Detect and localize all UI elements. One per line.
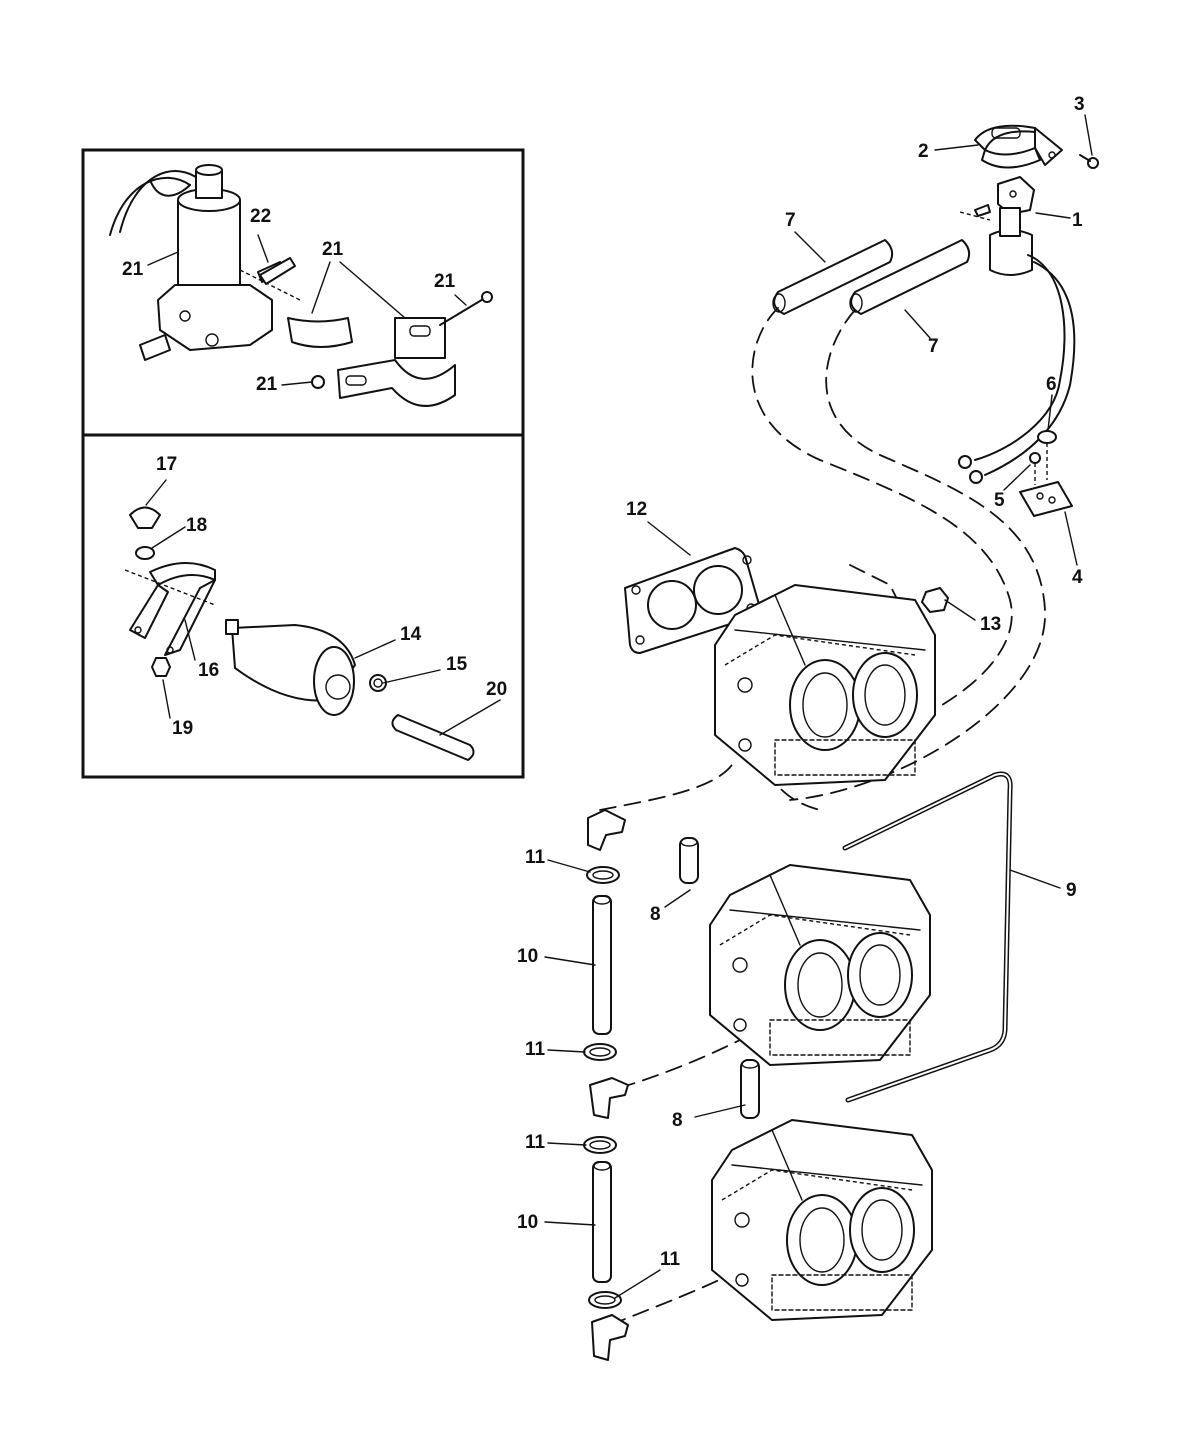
short-hose-lower [740,1059,760,1119]
callout-12: 12 [626,499,647,520]
callout-4: 4 [1072,567,1083,588]
pump-bracket-strap [287,317,353,348]
primer-hose [842,771,1013,1103]
hose-clamp-small [369,674,387,692]
screw [1079,154,1099,169]
callout-1: 1 [1072,210,1083,231]
callout-11-d: 11 [660,1249,681,1270]
hose-clamp-3 [583,1136,617,1154]
hose-clamp-2 [583,1043,617,1061]
callout-15: 15 [446,654,468,675]
callout-16: 16 [198,660,219,681]
inset-frame [81,148,525,779]
carburetor-middle [709,864,931,1066]
pump-nut [311,375,325,389]
callout-21-right: 21 [434,271,456,292]
callout-17: 17 [156,454,177,475]
carburetor-nut [921,587,949,613]
fuel-filter [225,619,356,716]
callout-7-lower: 7 [928,336,939,357]
callout-13: 13 [980,614,1001,635]
callout-2: 2 [918,141,929,162]
callout-21-mid: 21 [322,239,344,260]
callout-20: 20 [486,679,507,700]
filter-outlet-hose [391,714,475,761]
callout-7-upper: 7 [785,210,796,231]
pump-bolt [439,291,493,326]
electric-fuel-pump-assembly [109,164,301,361]
short-hose-upper [679,837,699,884]
carburetor-top [714,584,936,786]
upper-fuel-hose-a [772,239,894,315]
terminal-plate [1019,481,1073,517]
filter-strap-bracket [124,561,216,656]
tee-fitting-middle [589,1077,629,1119]
mounting-clamp [974,124,1063,169]
callout-14: 14 [400,624,422,645]
hose-clamp-4 [588,1291,622,1309]
leader-lines [145,114,1093,1299]
callout-6: 6 [1046,374,1057,395]
callout-10-upper: 10 [517,946,538,967]
solenoid-wires [958,254,1076,484]
filter-locknut [151,657,171,677]
callout-18: 18 [186,515,207,536]
pump-mounting-bracket [337,317,456,407]
callout-10-lower: 10 [517,1212,538,1233]
callout-5: 5 [994,490,1005,511]
callout-11-a: 11 [525,847,546,868]
fuel-hose-lower [592,1161,612,1283]
pump-inlet-fitting [259,257,296,285]
callout-8-upper: 8 [650,904,661,925]
callout-21-left: 21 [122,259,144,280]
callout-8-lower: 8 [672,1110,683,1131]
callout-3: 3 [1074,94,1085,115]
callout-labels: 1 2 3 4 5 6 7 7 8 8 9 10 10 11 11 11 11 … [122,94,1085,1270]
filter-knob [129,506,161,529]
hose-clamp-1 [586,866,620,884]
filter-washer [135,546,155,560]
callout-19: 19 [172,718,193,739]
callout-21-bottom: 21 [256,374,278,395]
callout-11-c: 11 [525,1132,546,1153]
screw-washer [1037,430,1057,480]
carburetor-bottom [711,1119,933,1321]
upper-fuel-hose-b [849,239,971,315]
fuel-enrichment-solenoid [959,176,1035,276]
callout-9: 9 [1066,880,1077,901]
ground-screw [1029,452,1041,485]
callout-22: 22 [250,206,271,227]
elbow-fitting-bottom [591,1314,629,1361]
elbow-fitting-top [587,809,626,851]
callout-11-b: 11 [525,1039,546,1060]
